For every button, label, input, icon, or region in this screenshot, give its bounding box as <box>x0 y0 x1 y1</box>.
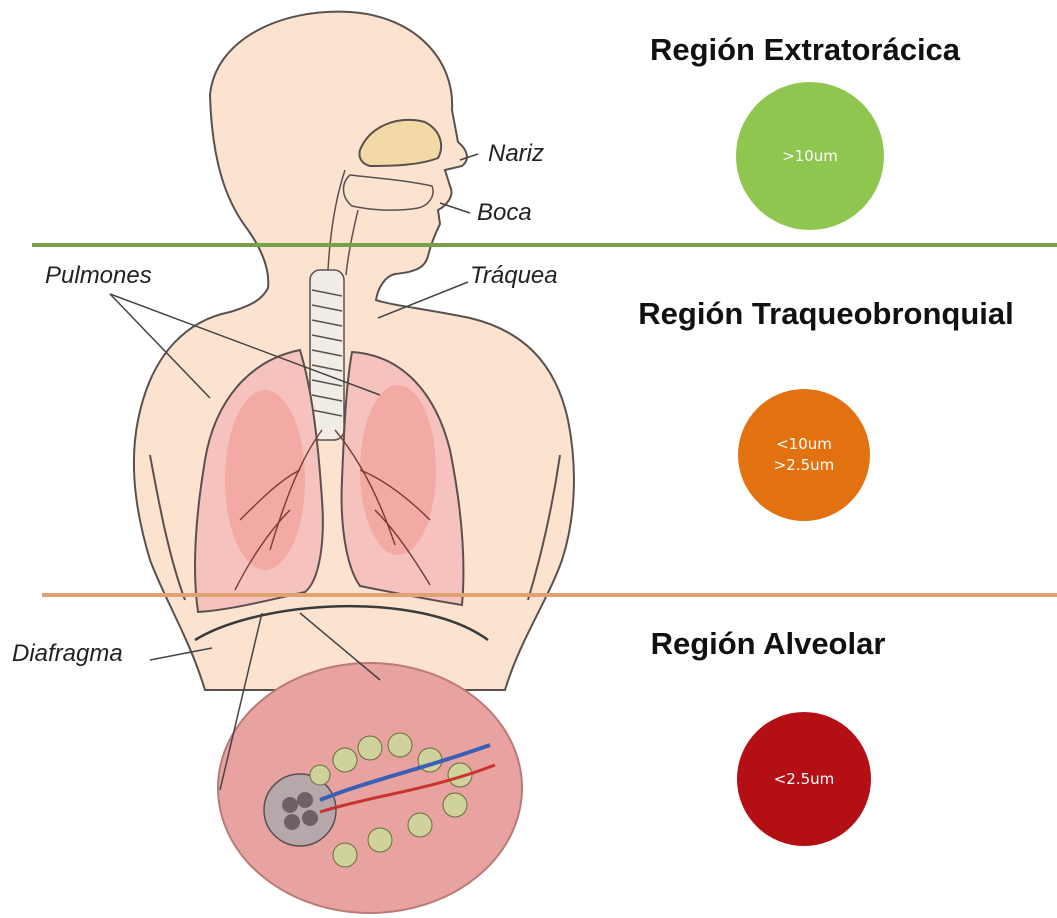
size-label-traqueobronquial-lower: >2.5um <box>774 455 835 476</box>
region-title-extratoracica: Región Extratorácica <box>610 32 1000 68</box>
right-lung-shading <box>360 385 436 555</box>
alveoli-inset <box>218 663 522 913</box>
size-label-alveolar: <2.5um <box>774 769 835 790</box>
size-label-extratoracica: >10um <box>782 146 838 167</box>
size-circle-extratoracica: >10um <box>736 82 884 230</box>
label-traquea: Tráquea <box>470 262 558 290</box>
size-label-traqueobronquial-upper: <10um <box>776 434 832 455</box>
size-circle-alveolar: <2.5um <box>737 712 871 846</box>
divider-extratoracica <box>32 243 1057 247</box>
divider-traqueobronquial <box>42 593 1057 597</box>
label-pulmones: Pulmones <box>45 262 152 290</box>
region-title-alveolar: Región Alveolar <box>618 626 918 662</box>
label-boca: Boca <box>477 199 532 227</box>
size-circle-traqueobronquial: <10um >2.5um <box>738 389 870 521</box>
left-lung-shading <box>225 390 305 570</box>
region-title-traqueobronquial: Región Traqueobronquial <box>598 296 1054 332</box>
label-diafragma: Diafragma <box>12 640 123 668</box>
label-nariz: Nariz <box>488 140 544 168</box>
